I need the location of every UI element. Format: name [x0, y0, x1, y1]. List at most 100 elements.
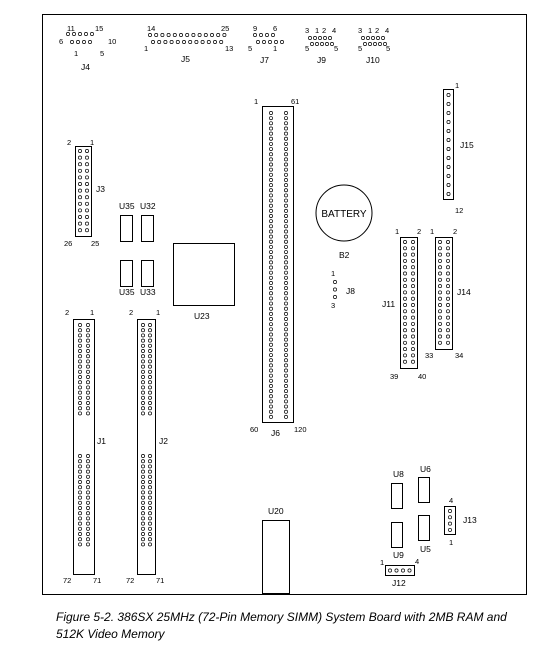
pin — [284, 229, 288, 234]
pin — [86, 511, 90, 516]
pin — [284, 414, 288, 419]
j8-label: J8 — [346, 286, 355, 296]
j3-pin-label: 1 — [90, 138, 94, 147]
pin — [411, 303, 415, 307]
pin — [269, 363, 273, 368]
pin — [86, 343, 90, 348]
connector-j7: 9 6 5 1 J7 — [248, 24, 284, 65]
pin — [78, 221, 82, 226]
pin — [438, 296, 442, 301]
pin — [438, 315, 442, 320]
pin — [86, 364, 90, 369]
pin — [284, 337, 288, 342]
pin — [438, 303, 442, 307]
pin — [403, 309, 407, 314]
connector-j8: 1 3 J8 — [331, 269, 355, 310]
pin — [78, 195, 82, 200]
pin — [284, 275, 288, 280]
pin — [320, 42, 324, 46]
pin — [284, 157, 288, 162]
pin — [403, 347, 407, 352]
pin — [401, 568, 405, 573]
pin — [325, 42, 329, 46]
pin — [284, 147, 288, 151]
pin — [269, 311, 273, 316]
j2-label: J2 — [159, 436, 168, 446]
pin — [175, 40, 180, 44]
pin — [78, 474, 82, 479]
pin — [269, 214, 273, 218]
pin — [85, 155, 89, 160]
pin — [253, 33, 257, 37]
pin — [78, 542, 82, 547]
pin — [269, 281, 273, 285]
pin — [141, 506, 145, 510]
j1-pin-label: 71 — [93, 576, 101, 585]
chip-u23: U23 — [173, 243, 235, 321]
pin — [446, 111, 451, 115]
pin — [269, 193, 273, 198]
j7-pin-label: 9 — [253, 24, 257, 33]
j12-pin-label: 1 — [380, 558, 384, 567]
pin — [141, 464, 145, 469]
pin — [269, 229, 273, 234]
pin — [141, 542, 145, 547]
pin — [411, 271, 415, 276]
pin — [86, 485, 90, 490]
pin — [284, 332, 288, 337]
pin — [66, 32, 70, 36]
pin — [269, 347, 273, 352]
pin — [157, 40, 162, 44]
pin — [446, 265, 450, 270]
pin — [284, 239, 288, 244]
pin — [269, 409, 273, 414]
pin — [269, 244, 273, 249]
j3-pin-label: 26 — [64, 239, 72, 248]
pin — [403, 265, 407, 270]
j2-pin-label: 71 — [156, 576, 164, 585]
pin — [86, 459, 90, 464]
j8-pin-label: 3 — [331, 301, 335, 310]
pin — [446, 309, 450, 314]
pin — [141, 401, 145, 405]
pin — [403, 284, 407, 289]
j4-pin-label: 5 — [100, 49, 104, 58]
pin — [446, 271, 450, 276]
u8-label: U8 — [393, 469, 404, 479]
pin — [403, 240, 407, 244]
pin — [200, 40, 205, 44]
pin — [403, 328, 407, 333]
pin — [284, 193, 288, 198]
pin — [141, 406, 145, 411]
pin — [148, 380, 152, 385]
pin — [154, 33, 159, 37]
pin — [141, 364, 145, 369]
pin — [148, 532, 152, 536]
pin — [78, 182, 82, 186]
pin — [446, 174, 451, 178]
pin — [269, 239, 273, 244]
pin — [191, 33, 196, 37]
pin — [85, 162, 89, 167]
pin — [269, 141, 273, 146]
pin — [70, 40, 74, 44]
pin — [141, 385, 145, 390]
pin — [269, 394, 273, 399]
pin — [407, 568, 412, 573]
pin — [78, 162, 82, 167]
pin — [78, 215, 82, 219]
connector-j14: 1 2 33 34 J14 — [425, 227, 471, 360]
pin — [284, 255, 288, 260]
pin — [141, 343, 145, 348]
pin — [78, 333, 82, 338]
pin — [284, 162, 288, 167]
pin — [85, 149, 89, 153]
pin — [141, 485, 145, 490]
pin — [78, 537, 82, 542]
pin — [141, 526, 145, 531]
connector-j5: 14 25 1 13 J5 — [144, 24, 233, 64]
pin — [284, 270, 288, 275]
pin — [438, 321, 442, 326]
j1-pin-label: 1 — [90, 308, 94, 317]
pin — [284, 342, 288, 347]
